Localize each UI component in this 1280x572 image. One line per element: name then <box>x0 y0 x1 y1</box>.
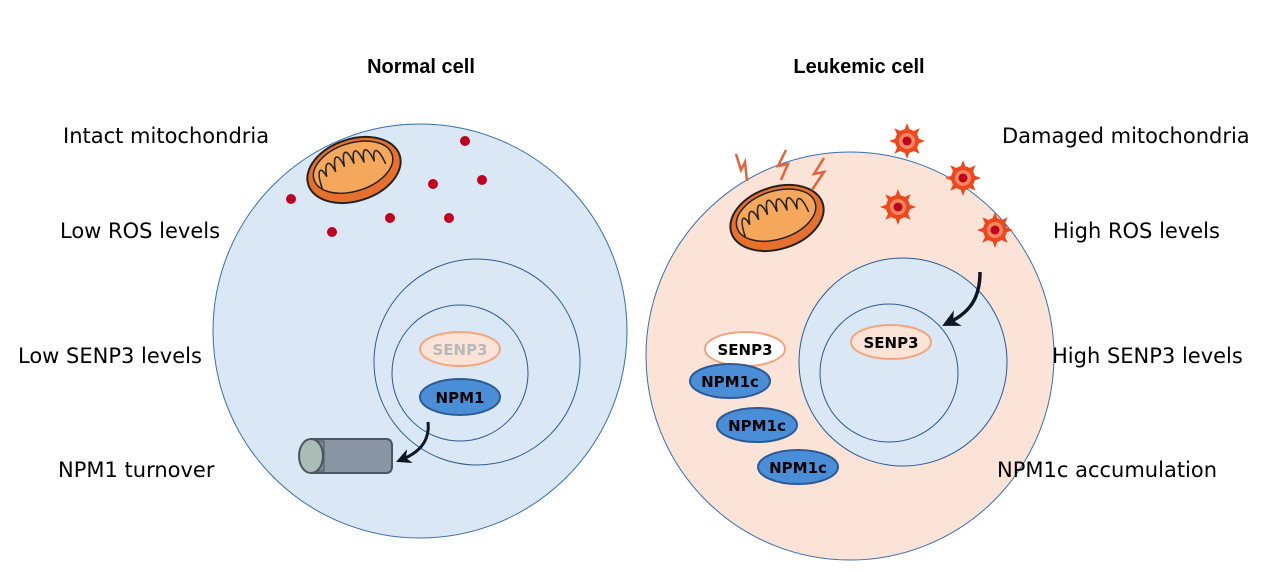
ros-star-icon <box>945 160 981 196</box>
senp3-cytoplasmic-protein: SENP3 <box>704 331 786 367</box>
ros-dots <box>286 136 487 237</box>
npm1c-protein: NPM1c <box>757 449 839 485</box>
normal-nucleolus <box>391 304 529 442</box>
normal-cell-panel: Normal cell SENP3 NPM1 Intact <box>18 56 628 539</box>
npm1c-label: NPM1c <box>701 373 759 391</box>
label-npm1c-accumulation: NPM1c accumulation <box>997 458 1217 482</box>
npm1c-protein: NPM1c <box>689 363 771 399</box>
ros-star-icon <box>977 212 1013 248</box>
normal-cell-membrane <box>212 123 628 539</box>
label-damaged-mitochondria: Damaged mitochondria <box>1002 124 1250 148</box>
leukemic-nucleolus <box>819 303 959 443</box>
npm1c-label: NPM1c <box>728 417 786 435</box>
label-high-senp3: High SENP3 levels <box>1052 344 1243 368</box>
label-intact-mitochondria: Intact mitochondria <box>63 124 269 148</box>
ros-star-icon <box>880 189 916 225</box>
label-low-ros: Low ROS levels <box>60 219 220 243</box>
ros-dot <box>444 213 454 223</box>
ros-dot <box>477 175 487 185</box>
ros-dot <box>327 227 337 237</box>
ros-dot <box>385 213 395 223</box>
npm1-label: NPM1 <box>436 389 485 407</box>
npm1-protein: NPM1 <box>419 378 501 416</box>
ros-star-icon <box>889 123 925 159</box>
senp3-label: SENP3 <box>432 341 487 359</box>
leukemic-cell-title: Leukemic cell <box>793 56 924 78</box>
senp3-protein-faded: SENP3 <box>419 331 501 367</box>
proteasome-icon <box>298 438 393 474</box>
senp3-cytoplasmic-label: SENP3 <box>717 341 772 359</box>
ros-dot <box>286 194 296 204</box>
ros-dot <box>428 179 438 189</box>
normal-nuclear-envelope-outer <box>373 258 581 466</box>
label-high-ros: High ROS levels <box>1053 219 1220 243</box>
leukemic-nuclear-envelope <box>798 257 1008 467</box>
damage-bolts-icon <box>734 149 827 191</box>
senp3-nuclear-label: SENP3 <box>863 334 918 352</box>
label-npm1-turnover: NPM1 turnover <box>58 458 215 482</box>
normal-cell-title: Normal cell <box>367 56 475 78</box>
leukemic-cell-panel: Leukemic cell SENP3 SENP3 NPM1c <box>645 56 1250 561</box>
npm1c-protein: NPM1c <box>716 407 798 443</box>
degradation-arrow <box>396 421 430 464</box>
label-low-senp3: Low SENP3 levels <box>18 344 202 368</box>
senp3-nuclear-protein: SENP3 <box>850 324 932 360</box>
ros-to-nucleus-arrow <box>942 271 982 326</box>
npm1c-label: NPM1c <box>769 459 827 477</box>
ros-dot <box>460 136 470 146</box>
